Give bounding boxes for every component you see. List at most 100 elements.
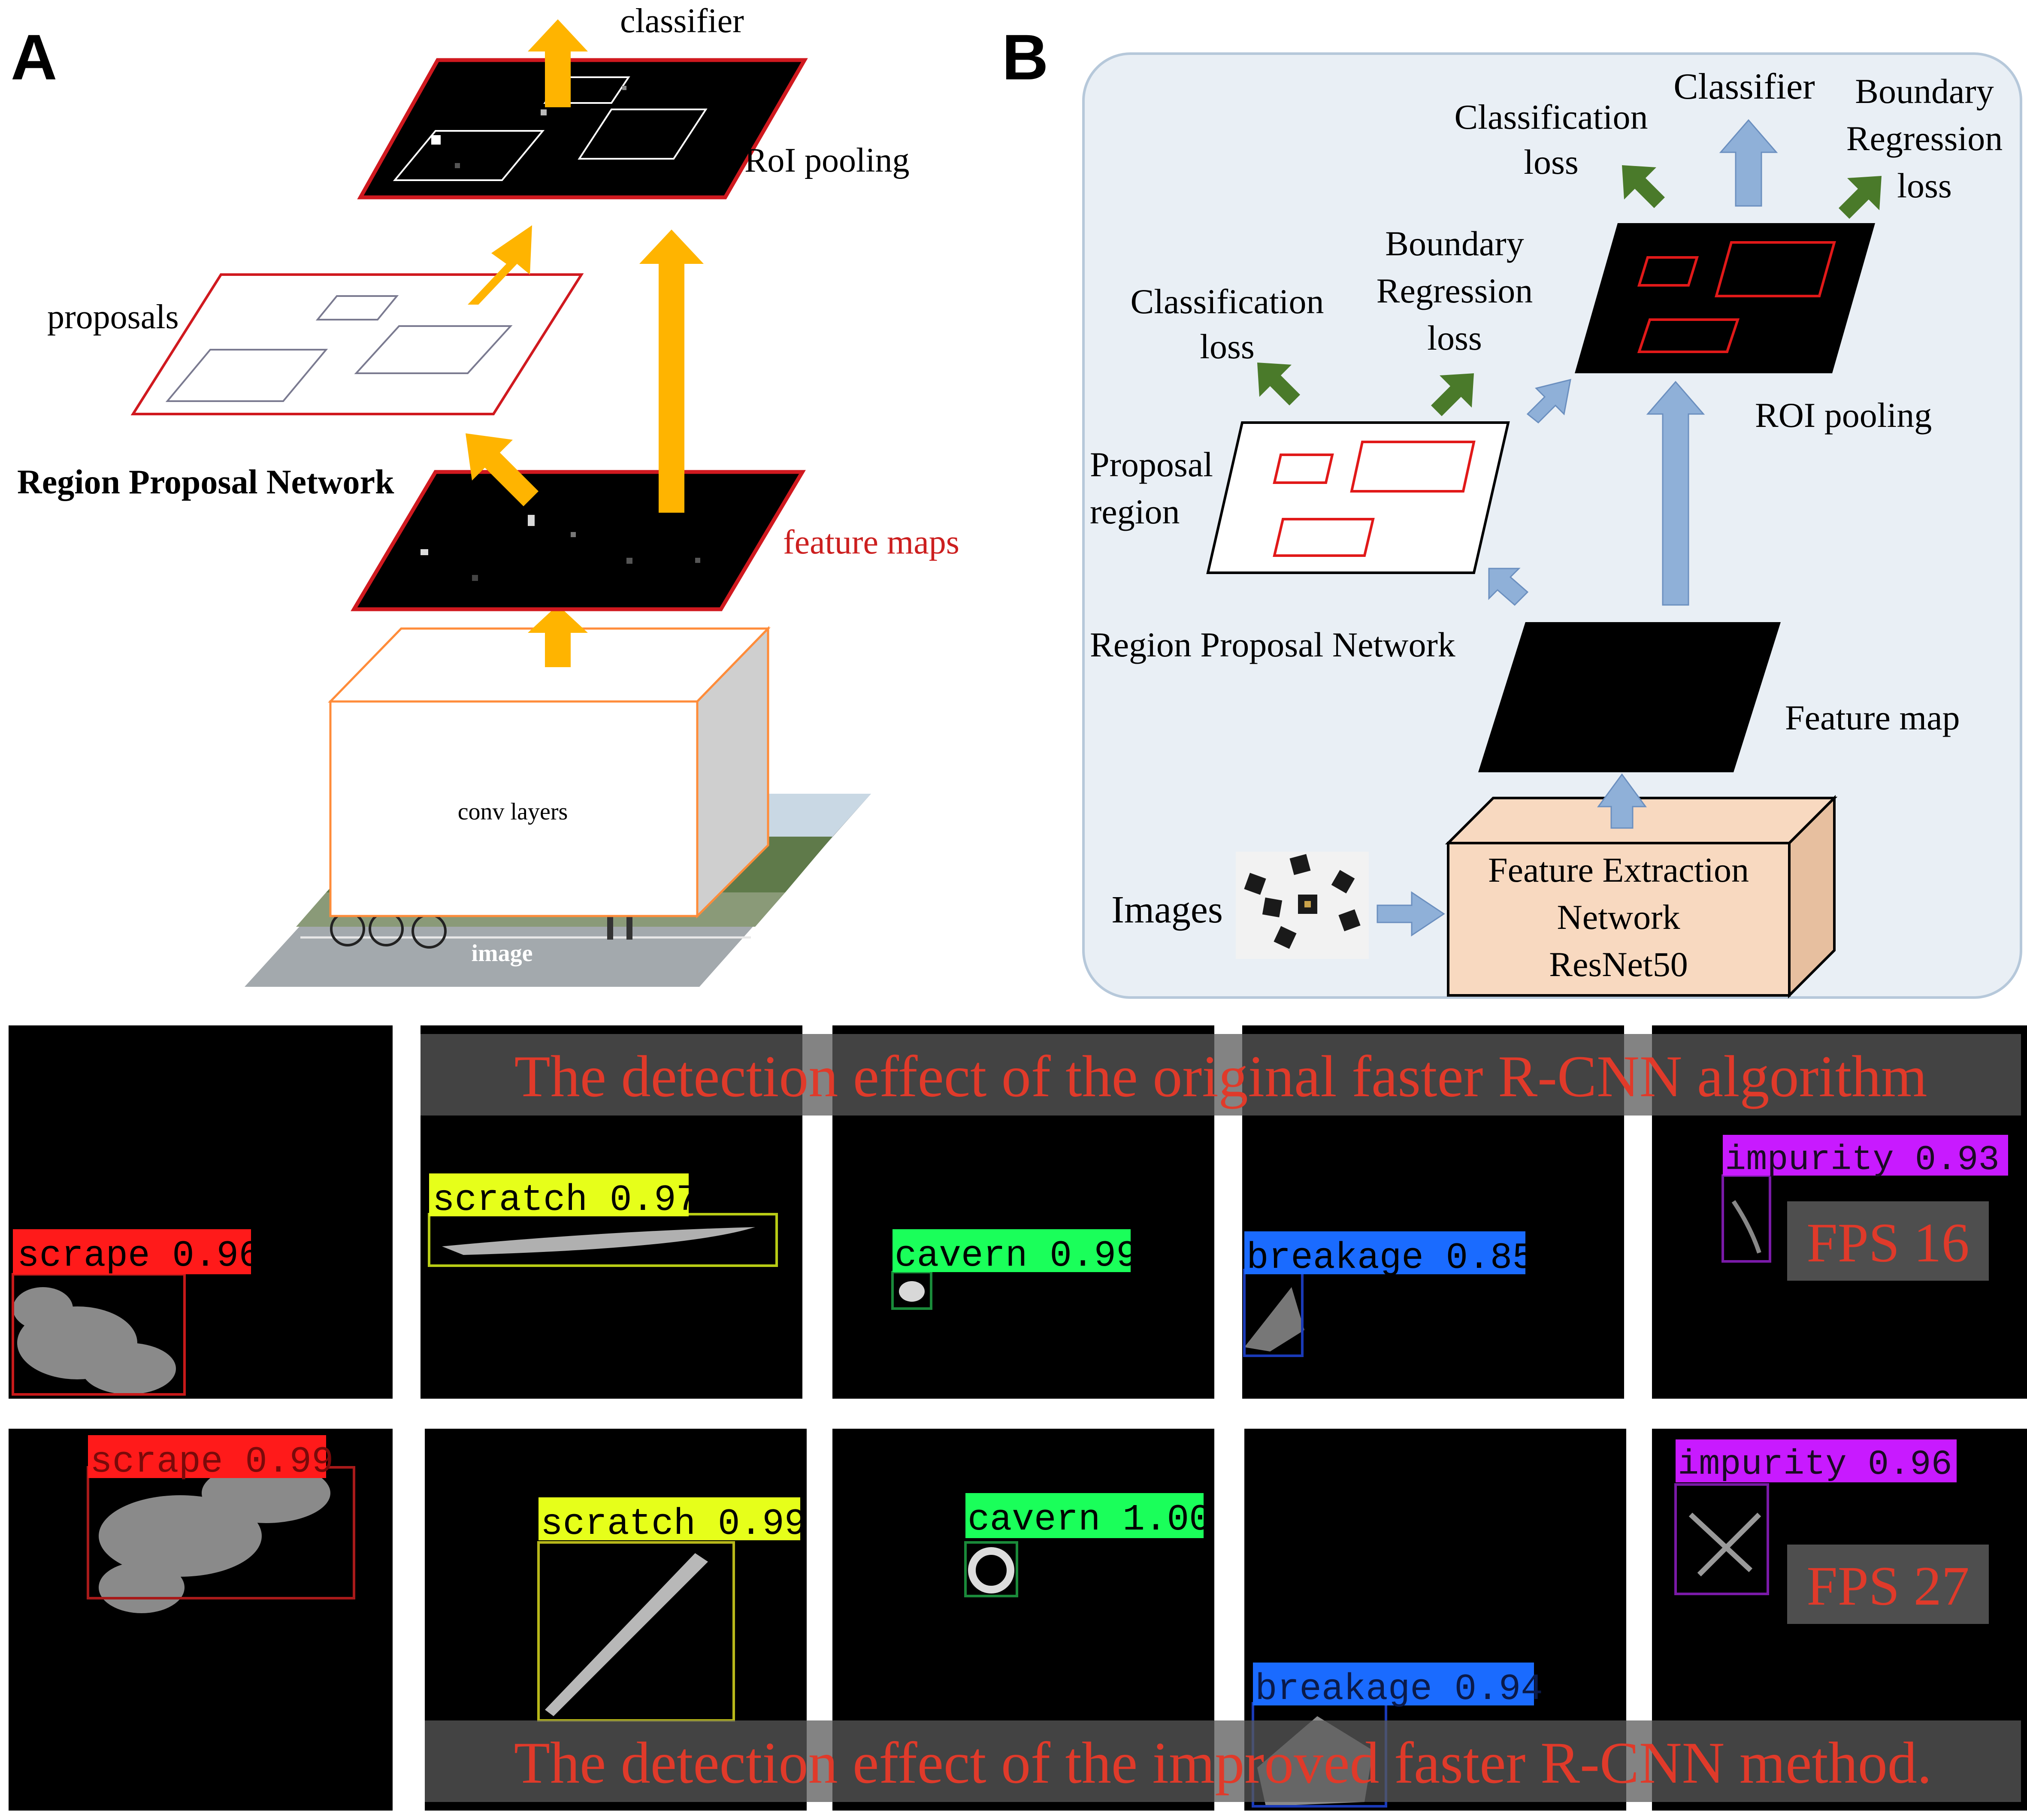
proposal-region-label-1: Proposal (1090, 445, 1213, 484)
fen-label-1: Feature Extraction (1488, 850, 1749, 889)
roi-pooling-plane (357, 58, 808, 200)
roi-pooling-plane-b (1575, 223, 1875, 373)
c-label-scratch: scratch 0.97 (433, 1179, 698, 1221)
panel-c: scrape 0.96 scratch 0.97 cavern 0.99 bre… (9, 1025, 2027, 1399)
c-defect-cavern (899, 1281, 925, 1302)
proposal-region-boxes (1273, 441, 1476, 557)
arrow-rpn-bbox-loss (1431, 373, 1474, 416)
d-defect-scrape (99, 1463, 330, 1613)
c-label-bg-breakage (1244, 1231, 1525, 1274)
fen-label-2: Network (1557, 898, 1680, 937)
d-label-bg-breakage (1253, 1663, 1534, 1705)
c-label-impurity: impurity 0.93 (1725, 1140, 2000, 1180)
c-defect-impurity (1731, 1200, 1761, 1254)
feature-maps-label: feature maps (783, 523, 959, 561)
rpn-bbox-loss-label-1: Boundary (1385, 224, 1524, 263)
roi-pooling-boxes-b (1637, 241, 1836, 353)
arrow-conv-to-features (528, 605, 588, 667)
d-label-bg-cavern (965, 1493, 1204, 1538)
arrow-features-to-proposals (466, 433, 539, 506)
d-label-cavern: cavern 1.00 (968, 1499, 1211, 1541)
d-label-bg-scrape (88, 1435, 326, 1478)
c-banner-bg (421, 1034, 2021, 1116)
d-box-impurity (1674, 1483, 1769, 1595)
roi-pooling-label: RoI pooling (744, 142, 909, 179)
d-tile-1 (9, 1429, 393, 1811)
conv-layers-box (328, 626, 771, 919)
feature-map-plane (1478, 622, 1781, 772)
d-defect-impurity (1688, 1512, 1761, 1577)
roi-pooling-label-b: ROI pooling (1755, 396, 1932, 435)
proposal-region-plane (1206, 421, 1510, 574)
images-label: Images (1111, 889, 1223, 931)
rpn-cls-loss-label-1: Classification (1131, 282, 1324, 321)
rpn-label: Region Proposal Network (17, 463, 394, 501)
c-fps-bg (1787, 1201, 1989, 1281)
d-box-cavern (964, 1541, 1018, 1597)
c-label-scrape: scrape 0.96 (17, 1235, 261, 1277)
panel-letter-a: A (11, 21, 57, 93)
d-banner: The detection effect of the improved fas… (514, 1730, 1932, 1796)
arrow-to-classifier (528, 19, 588, 107)
top-bbox-loss-label-2: Regression (1846, 119, 2003, 158)
roi-activations (431, 86, 626, 168)
top-bbox-loss-label-1: Boundary (1855, 72, 1994, 111)
proposals-label: proposals (47, 298, 179, 336)
feature-map-label: Feature map (1785, 698, 1960, 737)
arrow-proposal-to-roi (1526, 378, 1571, 424)
fen-label-3: ResNet50 (1549, 945, 1688, 984)
d-fps-bg (1787, 1545, 1989, 1624)
panel-b: Feature Extraction Network ResNet50 Imag… (1082, 52, 2022, 999)
rpn-cls-loss-label-2: loss (1200, 327, 1255, 366)
arrow-features-to-roi (639, 230, 704, 513)
d-defect-scratch (545, 1553, 708, 1716)
arrow-classifier (1719, 119, 1778, 207)
c-label-bg-scratch (429, 1173, 689, 1216)
c-banner: The detection effect of the original fas… (514, 1043, 1927, 1109)
feature-extraction-box (1445, 795, 1838, 999)
d-defect-cavern (968, 1547, 1014, 1593)
c-defect-scratch (442, 1227, 755, 1255)
d-label-bg-impurity (1676, 1439, 1957, 1482)
d-label-impurity: impurity 0.96 (1678, 1445, 1952, 1484)
d-label-scratch: scratch 0.99 (541, 1503, 806, 1545)
arrow-feature-map-to-roi (1646, 381, 1705, 606)
c-defect-scrape (13, 1287, 176, 1394)
proposal-boxes (165, 295, 513, 402)
top-bbox-loss-label-3: loss (1897, 166, 1952, 205)
d-label-bg-scratch (539, 1497, 800, 1540)
rpn-label-b: Region Proposal Network (1090, 625, 1455, 664)
panel-letter-b: B (1002, 21, 1048, 93)
conv-layers-label: conv layers (458, 798, 568, 825)
top-cls-loss-label-1: Classification (1455, 97, 1648, 136)
images-thumbnail (1236, 852, 1369, 959)
arrow-images-to-fen (1377, 891, 1445, 937)
c-label-breakage: breakage 0.85 (1246, 1237, 1534, 1279)
d-banner-bg (425, 1720, 2021, 1802)
c-label-cavern: cavern 0.99 (895, 1235, 1138, 1277)
proposal-region-label-2: region (1090, 492, 1180, 531)
image-label: image (471, 940, 532, 967)
rpn-bbox-loss-label-3: loss (1427, 318, 1482, 357)
arrow-top-bbox-loss (1839, 176, 1882, 219)
c-label-bg-scrape (13, 1229, 251, 1274)
d-fps: FPS 27 (1806, 1555, 1969, 1617)
panel-a: image conv layers feature maps (17, 2, 959, 987)
c-label-bg-cavern (892, 1229, 1131, 1272)
panel-d: scrape 0.99 scratch 0.99 cavern 1.00 bre… (9, 1429, 2027, 1811)
c-fps: FPS 16 (1806, 1212, 1969, 1274)
proposals-plane (130, 273, 584, 415)
classifier-label-b: Classifier (1673, 66, 1815, 107)
rpn-bbox-loss-label-2: Regression (1377, 271, 1533, 310)
arrow-feature-map-to-proposal (1488, 568, 1529, 606)
arrow-top-cls-loss (1622, 165, 1665, 208)
top-cls-loss-label-2: loss (1524, 142, 1579, 181)
feature-maps-plane (351, 470, 806, 611)
arrow-rpn-cls-loss (1257, 363, 1300, 405)
arrow-proposals-to-roi (468, 225, 532, 305)
arrow-fen-to-feature-map (1597, 773, 1647, 829)
classifier-label: classifier (620, 2, 744, 40)
c-label-bg-impurity (1723, 1135, 2008, 1176)
d-label-breakage: breakage 0.94 (1255, 1668, 1543, 1710)
